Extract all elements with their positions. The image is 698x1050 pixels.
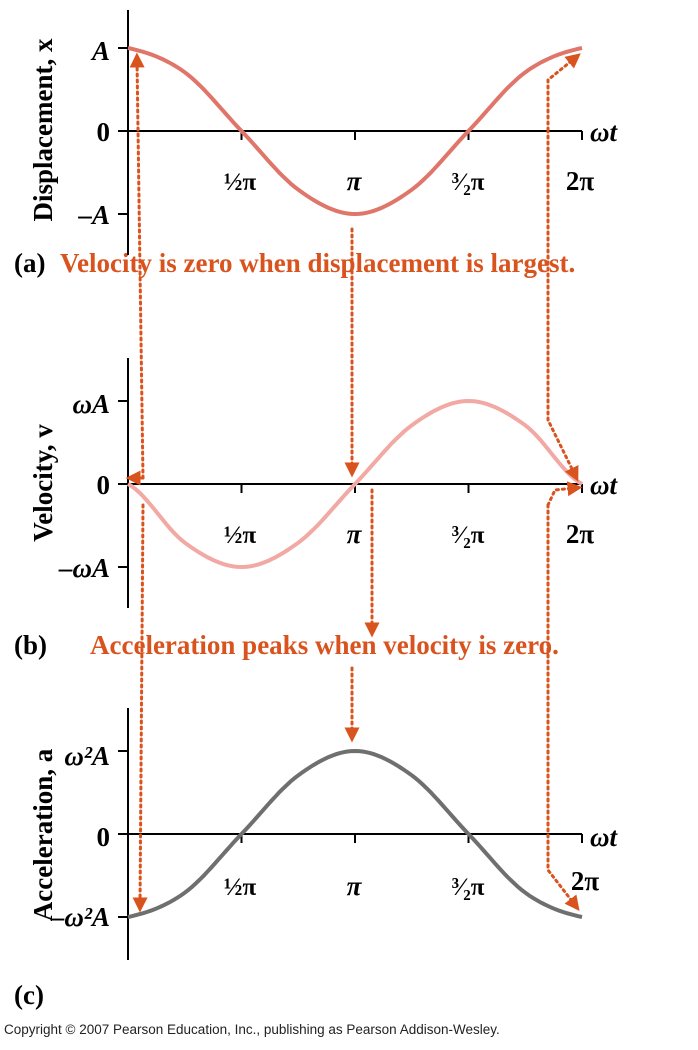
xtick-a-two-pi: 2π	[566, 166, 595, 196]
annotation-arrow-9	[546, 481, 583, 507]
series-line-c	[127, 748, 583, 919]
caption-a: Velocity is zero when displacement is la…	[60, 248, 575, 278]
xtick-a-pi: π	[347, 166, 363, 196]
series-line-a	[127, 46, 583, 217]
panel-a-letter: (a)	[14, 248, 45, 278]
ytick-a-top: A	[90, 36, 110, 66]
annotation-arrow-4	[546, 53, 581, 132]
xtick-c-two-pi: 2π	[571, 866, 600, 896]
ytick-b-zero: 0	[97, 470, 111, 500]
xlabel-b: ωt	[590, 470, 619, 500]
ytick-c-zero: 0	[97, 822, 111, 852]
copyright-notice: Copyright © 2007 Pearson Education, Inc.…	[4, 1022, 500, 1037]
xtick-a-three-half-pi: ³⁄₂π	[452, 169, 485, 196]
ytick-b-bottom: –ωA	[58, 553, 110, 583]
panel-c: Acceleration, a ω²A 0 –ω²A ωt ½π π ³⁄₂π …	[14, 741, 619, 1010]
annotation-arrow-8	[546, 503, 580, 911]
xtick-c-half-pi: ½π	[224, 874, 257, 901]
xtick-c-three-half-pi: ³⁄₂π	[452, 874, 485, 901]
xtick-c-pi: π	[347, 871, 363, 901]
xtick-b-half-pi: ½π	[224, 522, 257, 549]
xtick-b-three-half-pi: ³⁄₂π	[452, 522, 485, 549]
xlabel-a: ωt	[590, 117, 619, 147]
chart-geometry	[118, 10, 584, 960]
ytick-a-bottom: –A	[77, 200, 110, 230]
ytick-b-top: ωA	[72, 389, 110, 419]
annotation-arrow-5	[132, 503, 148, 913]
panel-b-letter: (b)	[14, 630, 47, 660]
panel-b: Velocity, v ωA 0 –ωA ωt ½π π ³⁄₂π 2π (b)…	[14, 389, 619, 660]
xtick-a-half-pi: ½π	[224, 169, 257, 196]
ytick-c-top: ω²A	[64, 741, 110, 771]
xtick-b-pi: π	[347, 519, 363, 549]
ytick-a-zero: 0	[97, 117, 111, 147]
panel-a: Displacement, x A 0 –A ωt ½π π ³⁄₂π 2π (…	[14, 36, 619, 278]
caption-b: Acceleration peaks when velocity is zero…	[90, 630, 559, 660]
xtick-b-two-pi: 2π	[566, 519, 595, 549]
annotation-arrow-3	[546, 128, 579, 482]
panel-c-letter: (c)	[14, 980, 44, 1010]
series-line-b	[126, 398, 584, 570]
ylabel-c: Acceleration, a	[28, 748, 58, 921]
annotation-arrow-0	[129, 52, 145, 480]
ylabel-b: Velocity, v	[28, 424, 58, 542]
ylabel-a: Displacement, x	[28, 38, 58, 221]
xlabel-c: ωt	[590, 822, 619, 852]
ytick-c-bottom: –ω²A	[50, 902, 110, 932]
